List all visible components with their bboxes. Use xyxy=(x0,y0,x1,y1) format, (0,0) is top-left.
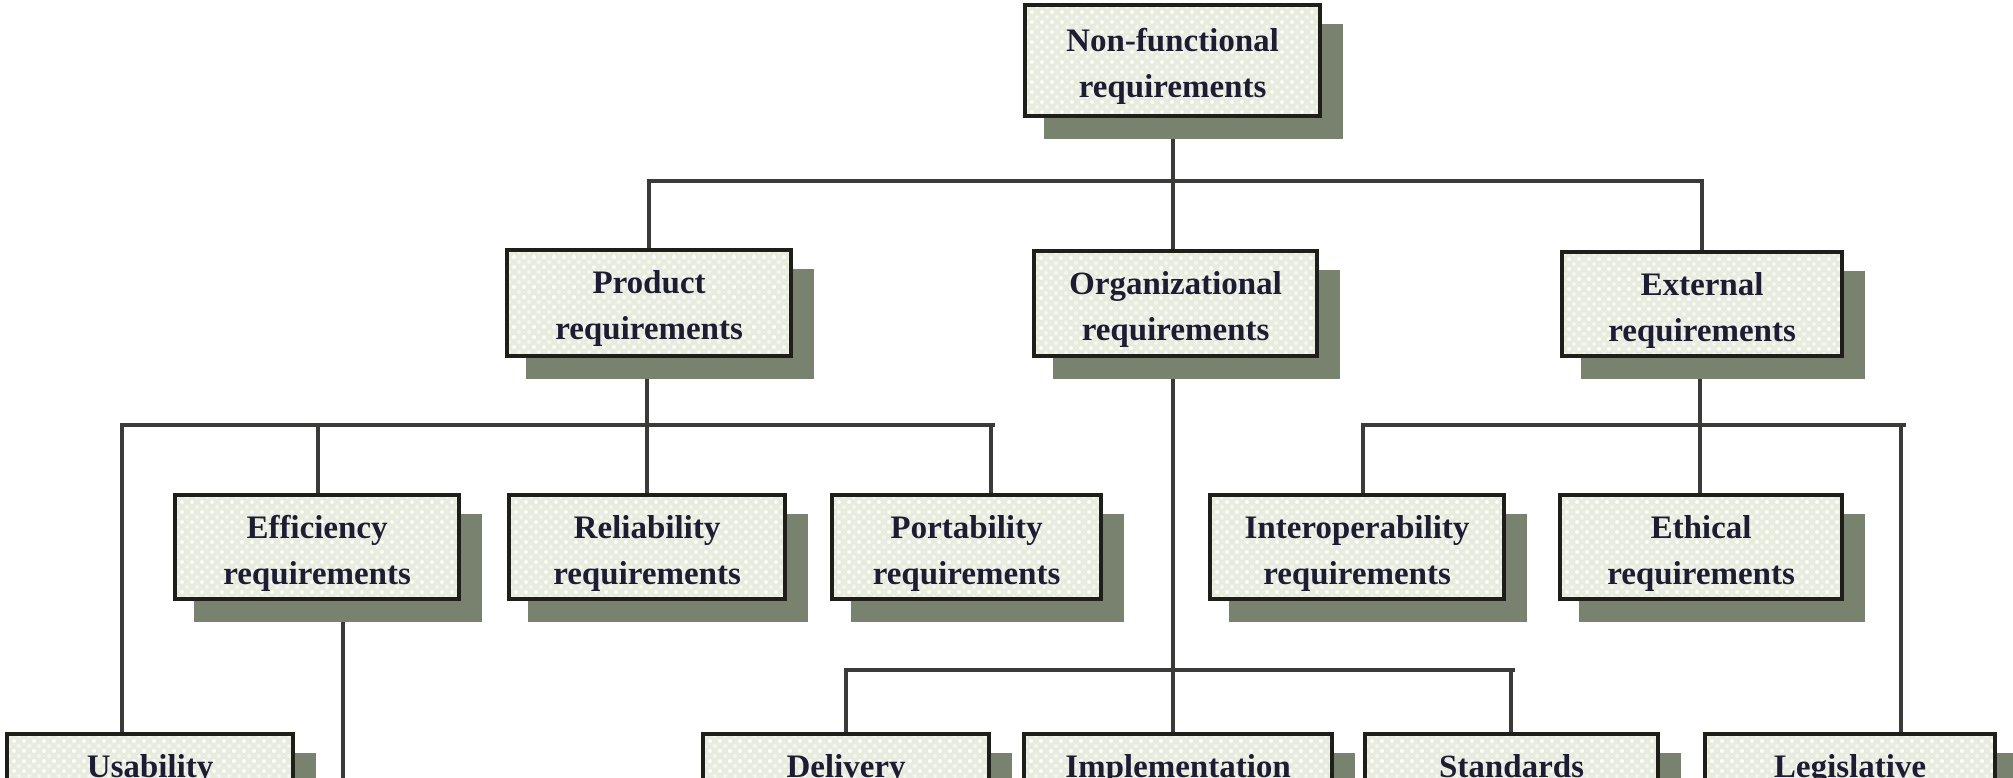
node-label-line1: Ethical xyxy=(1650,510,1752,546)
node-label-line2: requirements xyxy=(553,556,741,592)
node-label-line1: Standards xyxy=(1439,749,1584,778)
node-product-requirements: Product requirements xyxy=(505,248,793,358)
node-label-line1: Delivery xyxy=(786,749,906,778)
node-label-line1: Implementation xyxy=(1065,749,1291,778)
node-implementation: Implementation xyxy=(1022,732,1334,778)
node-label-line2: requirements xyxy=(1607,556,1795,592)
node-label-line1: Usability xyxy=(86,749,214,778)
node-label-line1: External xyxy=(1640,267,1764,303)
connector-external-children-rail xyxy=(1361,423,1906,427)
node-label-line2: requirements xyxy=(1081,312,1270,348)
connector-to-efficiency xyxy=(316,423,320,493)
connector-to-delivery xyxy=(844,668,848,734)
connector-to-portability xyxy=(989,423,993,493)
node-organizational-requirements: Organizational requirements xyxy=(1032,249,1319,358)
node-interoperability-requirements: Interoperability requirements xyxy=(1208,493,1506,601)
connector-product-children-rail xyxy=(120,423,995,427)
node-portability-requirements: Portability requirements xyxy=(830,493,1103,601)
connector-efficiency-to-offscreen xyxy=(341,597,345,778)
connector-to-external xyxy=(1700,179,1704,252)
node-label-line1: Organizational xyxy=(1069,266,1282,302)
node-label-line1: Interoperability xyxy=(1244,510,1470,546)
connector-organizational-children-rail xyxy=(844,668,1515,672)
node-label-line1: Reliability xyxy=(573,510,721,546)
connector-organizational-to-implementation xyxy=(1171,356,1175,734)
node-label-line2: requirements xyxy=(555,311,743,347)
node-label-line2: requirements xyxy=(1078,69,1267,105)
node-external-requirements: External requirements xyxy=(1560,250,1844,358)
connector-level1-rail xyxy=(649,179,1704,183)
connector-root-to-level1 xyxy=(1171,116,1175,251)
connector-to-product xyxy=(647,179,651,248)
node-label-line2: requirements xyxy=(1263,556,1451,592)
node-label-line2: requirements xyxy=(223,556,411,592)
node-legislative: Legislative xyxy=(1703,732,1997,778)
node-non-functional-requirements: Non-functional requirements xyxy=(1023,3,1322,118)
node-delivery: Delivery xyxy=(701,732,991,778)
node-label-line2: requirements xyxy=(1608,313,1796,349)
connector-to-standards xyxy=(1509,668,1513,734)
node-label-line1: Non-functional xyxy=(1066,23,1279,59)
node-label-line2: requirements xyxy=(872,556,1061,592)
node-label-line1: Portability xyxy=(890,510,1043,546)
node-efficiency-requirements: Efficiency requirements xyxy=(173,493,461,601)
node-reliability-requirements: Reliability requirements xyxy=(507,493,787,601)
node-ethical-requirements: Ethical requirements xyxy=(1558,493,1844,601)
connector-to-legislative xyxy=(1899,423,1903,734)
connector-to-usability xyxy=(120,423,124,734)
node-usability: Usability xyxy=(5,732,295,778)
node-label-line1: Efficiency xyxy=(246,510,388,546)
node-standards: Standards xyxy=(1363,732,1660,778)
node-label-line1: Legislative xyxy=(1773,749,1927,778)
node-label-line1: Product xyxy=(592,265,706,301)
connector-to-interoperability xyxy=(1361,423,1365,493)
